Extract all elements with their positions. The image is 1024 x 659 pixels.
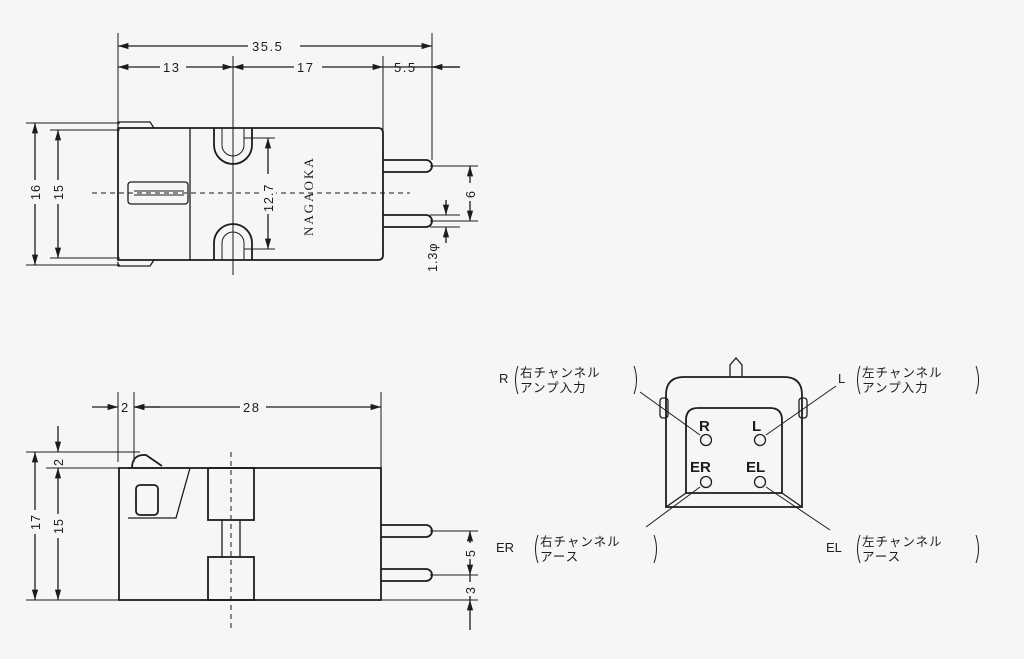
dim-side-pin-pitch: 5 [464,549,478,557]
label-el-line1: 左チャンネル [862,534,943,549]
dim-pin-pitch: 6 [464,190,478,198]
label-r-line1: 右チャンネル [520,365,601,380]
label-r-line2: アンプ入力 [520,380,587,395]
label-er-line1: 右チャンネル [540,534,621,549]
dim-rear-length: 17 [297,60,314,75]
label-l-line1: 左チャンネル [862,365,943,380]
label-er-code: ER [496,540,514,555]
label-l-code: L [838,371,845,386]
pin-label-er: ER [690,459,711,476]
label-er-line2: アース [540,549,579,564]
dim-body-length: 28 [243,400,260,415]
dim-front-length: 13 [163,60,180,75]
dim-height-outer: 16 [29,184,43,200]
dim-side-height-outer: 17 [29,514,43,530]
rear-view: R L ER EL R 右チャンネル アンプ入力 L 左チャンネル アンプ入力 … [496,357,979,564]
dim-mount-spacing: 12.7 [262,184,276,212]
label-el-code: EL [826,540,842,555]
label-r-code: R [499,371,508,386]
dim-height-inner: 15 [52,184,66,200]
side-view: 2 28 2 17 15 [26,392,478,630]
dim-overall-length: 35.5 [252,39,283,54]
label-el-line2: アース [862,549,901,564]
dim-pin-diameter: 1.3φ [426,243,440,272]
dim-tip: 2 [121,400,130,415]
dim-side-height-inner: 15 [52,518,66,534]
label-l-line2: アンプ入力 [862,380,929,395]
dim-side-pin-offset: 3 [464,586,478,594]
brand-label: NAGAOKA [301,156,316,236]
dim-top-offset: 2 [52,458,66,466]
top-view: 35.5 13 17 5.5 16 15 [26,33,478,275]
pin-label-r: R [699,418,710,435]
pin-label-l: L [752,418,761,435]
pin-label-el: EL [746,459,765,476]
dim-pin-extension: 5.5 [394,60,417,75]
